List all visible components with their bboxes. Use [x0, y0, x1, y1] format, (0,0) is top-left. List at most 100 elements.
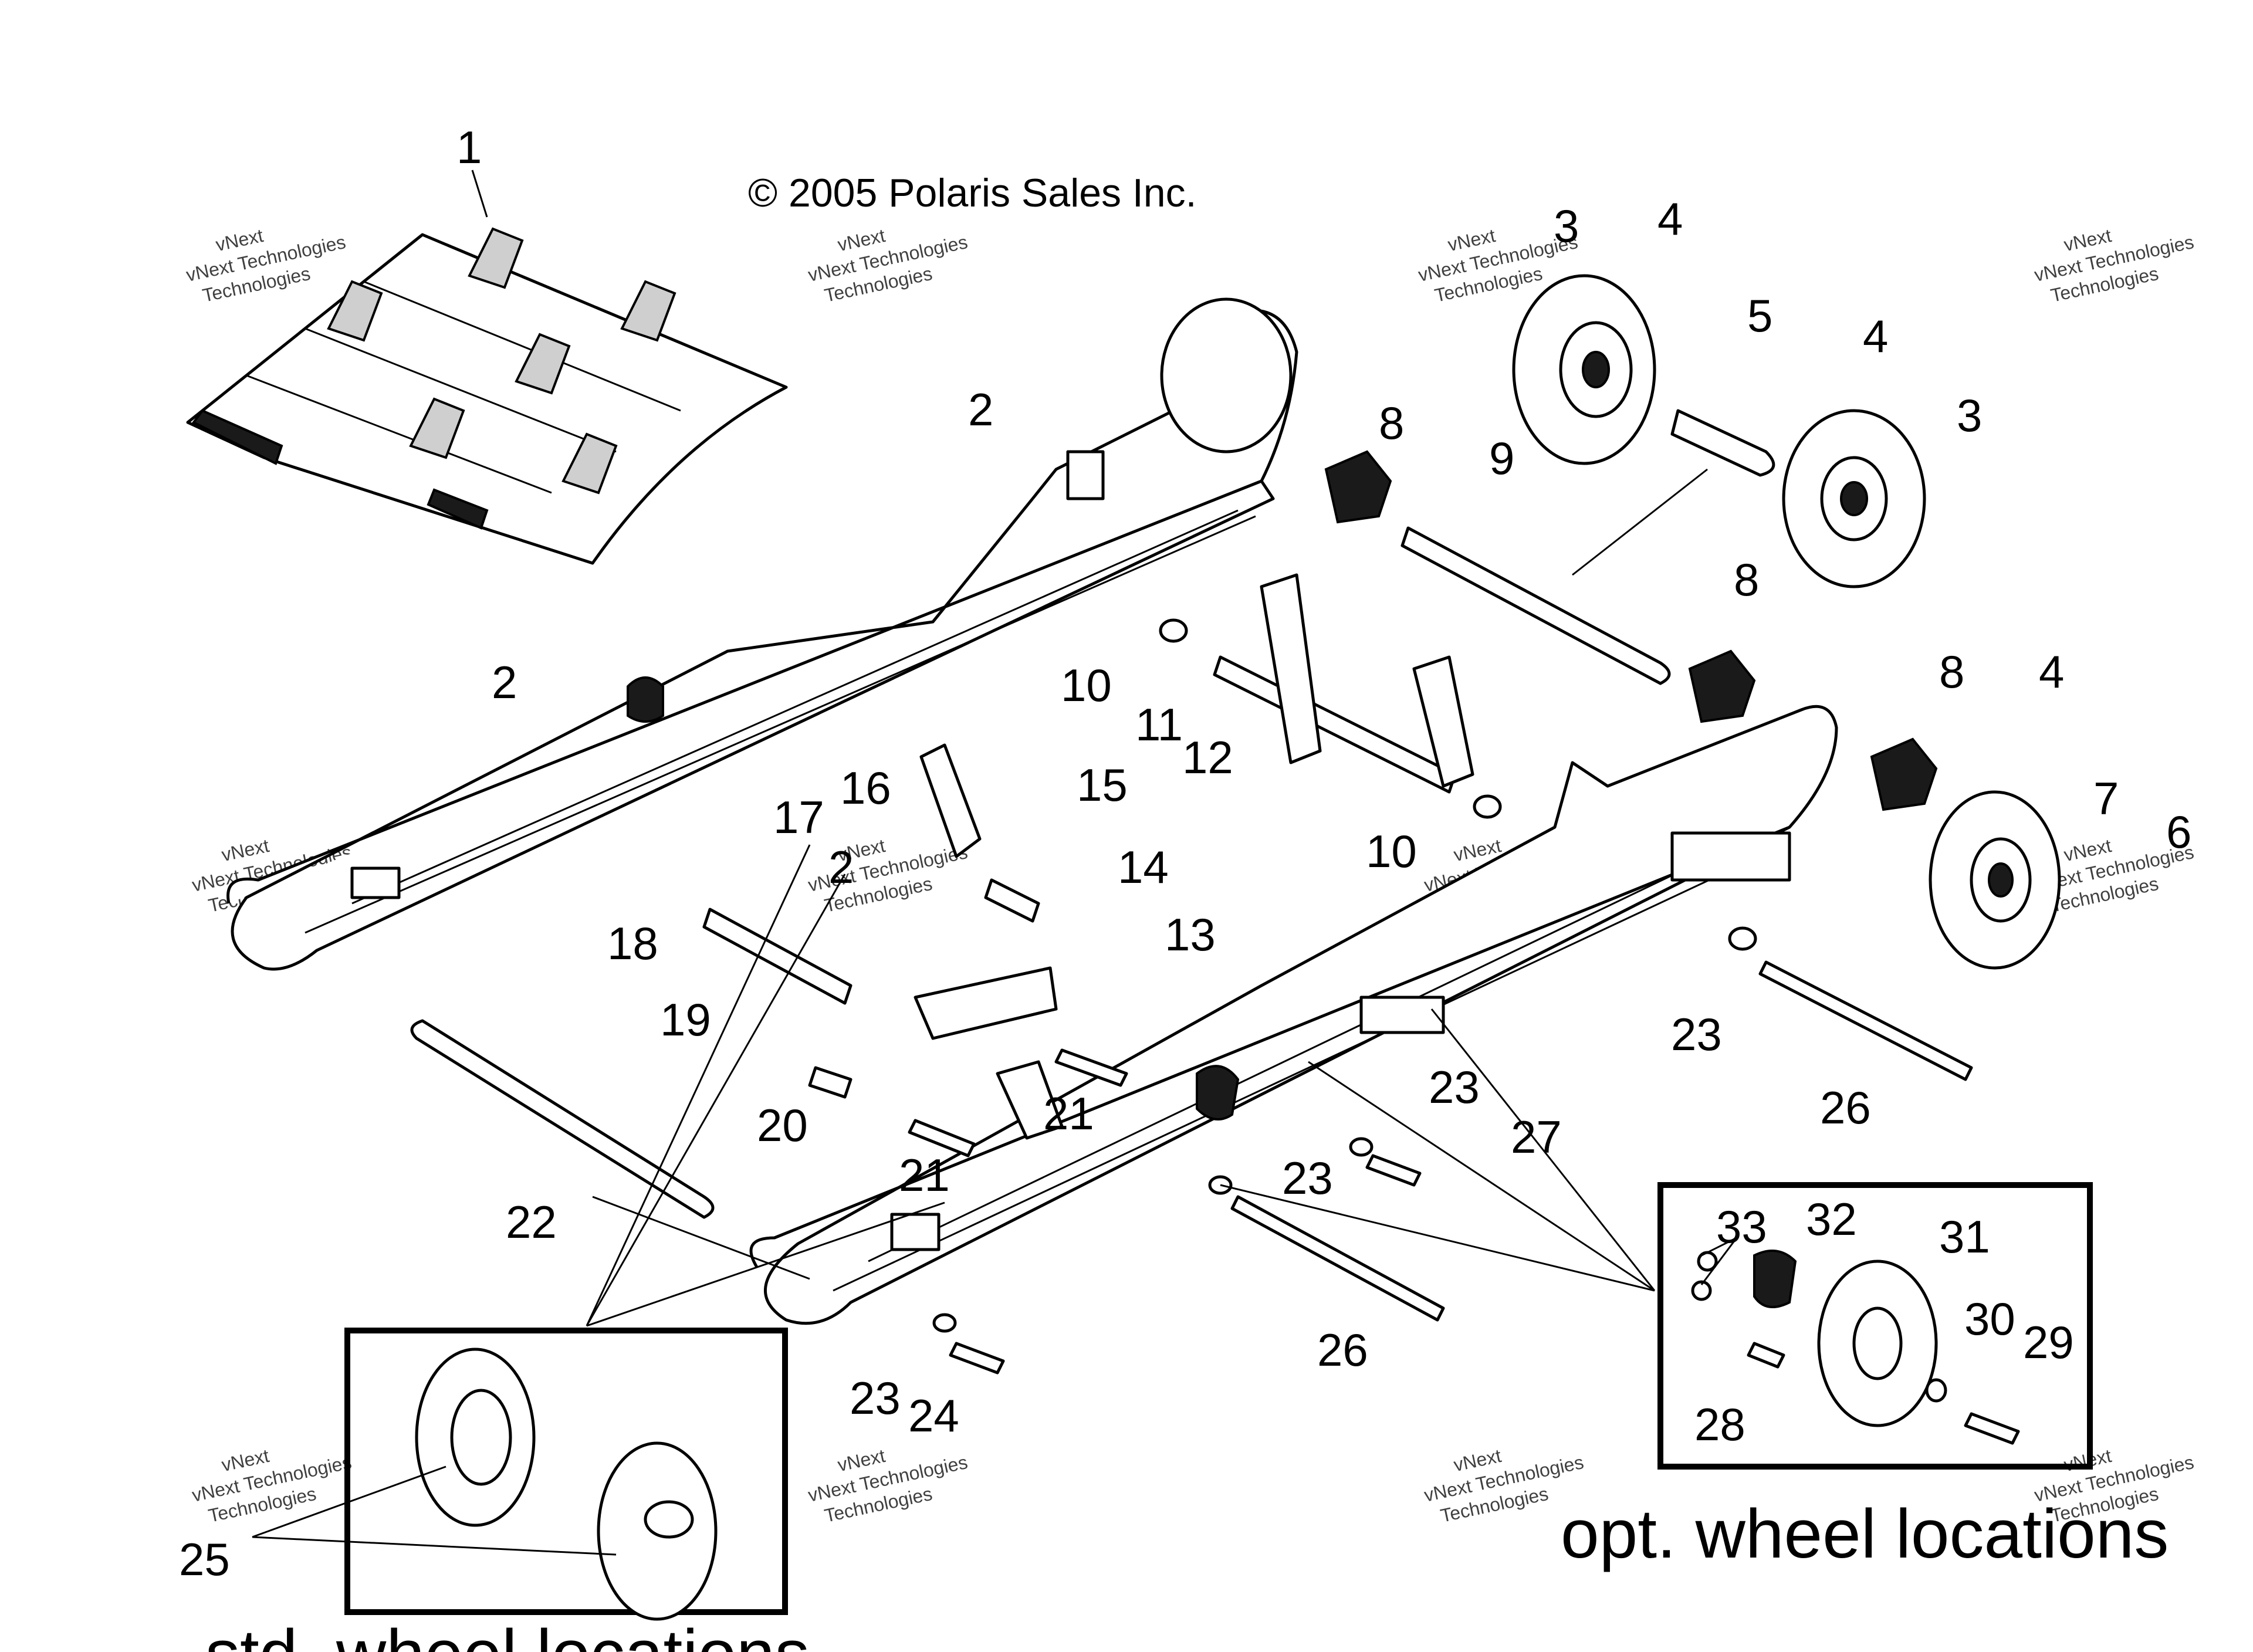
- callout-9: 9: [1489, 432, 1514, 484]
- nut: [1691, 1280, 1712, 1301]
- bushing: [984, 878, 1040, 923]
- washer: [1728, 926, 1757, 951]
- bolt: [1365, 1154, 1422, 1187]
- washer: [1349, 1137, 1374, 1157]
- callout-33: 33: [1716, 1201, 1767, 1252]
- callout-23: 23: [1282, 1152, 1333, 1204]
- callout-2: 2: [492, 656, 517, 708]
- bearing-block: [1870, 737, 1938, 811]
- callout-12: 12: [1182, 732, 1233, 783]
- bolt: [908, 1119, 976, 1157]
- long-tube: [410, 1019, 715, 1219]
- pin: [808, 1066, 853, 1099]
- callout-14: 14: [1118, 841, 1169, 893]
- callout-23: 23: [1429, 1061, 1480, 1113]
- callout-20: 20: [757, 1099, 808, 1151]
- bracket-left: [1260, 573, 1322, 764]
- spacer-tube: [1670, 409, 1775, 477]
- callout-4: 4: [1657, 193, 1683, 245]
- callout-26: 26: [1820, 1082, 1871, 1133]
- callout-27: 27: [1511, 1111, 1562, 1163]
- washer: [932, 1313, 957, 1333]
- leader-lines: [252, 468, 1738, 1556]
- caption-optional: opt. wheel locations: [1561, 1495, 2169, 1573]
- long-bolt: [1230, 1195, 1445, 1322]
- callout-4: 4: [2039, 646, 2064, 698]
- bearing-block: [1753, 1250, 1797, 1308]
- watermark: vNext vNext Technologies Technologies: [806, 225, 969, 306]
- callout-22: 22: [506, 1196, 557, 1248]
- watermark: vNext vNext Technologies Technologies: [806, 1445, 969, 1526]
- callout-3: 3: [1554, 200, 1579, 252]
- bracket-right: [1412, 655, 1474, 788]
- callout-8: 8: [1939, 646, 1964, 698]
- callout-8: 8: [1379, 397, 1404, 449]
- callout-25: 25: [179, 1533, 230, 1585]
- callout-21: 21: [1043, 1088, 1094, 1139]
- leader-line: [471, 170, 488, 218]
- idler-wheel-rear: [1929, 790, 2061, 970]
- callout-18: 18: [607, 918, 658, 969]
- callout-7: 7: [2093, 773, 2119, 824]
- axle-shaft: [1400, 526, 1671, 685]
- callout-2: 2: [968, 384, 993, 435]
- copyright-text: © 2005 Polaris Sales Inc.: [748, 171, 1197, 215]
- washer: [1473, 794, 1502, 819]
- callout-19: 19: [660, 994, 711, 1045]
- watermark: vNext vNext Technologies Technologies: [184, 225, 347, 306]
- callout-23: 23: [1671, 1008, 1722, 1060]
- callout-29: 29: [2023, 1316, 2074, 1368]
- callout-23: 23: [850, 1372, 901, 1424]
- callout-30: 30: [1964, 1293, 2015, 1345]
- callout-4: 4: [1863, 310, 1888, 362]
- callout-15: 15: [1077, 759, 1128, 811]
- callout-28: 28: [1694, 1399, 1745, 1450]
- callout-1: 1: [456, 121, 482, 173]
- right-rail: [749, 705, 1838, 1325]
- idler-wheel-top-right: [1782, 409, 1926, 588]
- callout-8: 8: [1734, 554, 1759, 605]
- callout-24: 24: [908, 1390, 959, 1441]
- pivot-arm: [914, 966, 1058, 1040]
- callout-labels: 1 2 2 2 3 3 4 4 4 5 6 7 8 8 8 9 10 10 11…: [179, 121, 2191, 1585]
- bushing: [996, 1060, 1064, 1140]
- caption-standard: std. wheel locations: [205, 1616, 810, 1652]
- callout-26: 26: [1317, 1324, 1368, 1376]
- callout-6: 6: [2166, 806, 2191, 858]
- callout-11: 11: [1135, 699, 1183, 750]
- callout-31: 31: [1939, 1211, 1990, 1262]
- bearing-block: [1324, 450, 1392, 524]
- callout-10: 10: [1366, 825, 1417, 877]
- watermark: vNext vNext Technologies Technologies: [2032, 225, 2196, 306]
- watermark: vNext vNext Technologies Technologies: [190, 1445, 353, 1526]
- std-wheel-1: [415, 1348, 536, 1527]
- track-section: [186, 227, 788, 565]
- std-wheel-2: [597, 1441, 718, 1621]
- washer: [1925, 1378, 1947, 1403]
- callout-21: 21: [899, 1149, 950, 1201]
- callout-2: 2: [828, 841, 854, 893]
- cross-shaft: [1213, 655, 1457, 794]
- idler-wheel-top-left: [1512, 274, 1656, 465]
- link-arm: [919, 743, 982, 858]
- long-bolt: [1758, 960, 1973, 1081]
- callout-10: 10: [1061, 659, 1112, 711]
- callout-13: 13: [1165, 909, 1216, 960]
- callout-5: 5: [1747, 290, 1772, 341]
- opt-wheel: [1817, 1260, 1938, 1427]
- callout-3: 3: [1957, 390, 1982, 441]
- callout-17: 17: [773, 791, 824, 843]
- left-rail: [226, 297, 1298, 971]
- bolt: [949, 1342, 1005, 1375]
- bolt: [1054, 1048, 1128, 1087]
- bolt: [1964, 1412, 2020, 1445]
- bearing-block: [1688, 649, 1756, 723]
- opt-wheel-inset-box: [1657, 1182, 2093, 1470]
- washer: [1159, 618, 1188, 643]
- callout-16: 16: [840, 762, 891, 814]
- front-shaft: [702, 908, 853, 1005]
- bolt: [1747, 1342, 1785, 1369]
- std-wheel-inset-box: [344, 1328, 788, 1615]
- callout-32: 32: [1806, 1193, 1857, 1245]
